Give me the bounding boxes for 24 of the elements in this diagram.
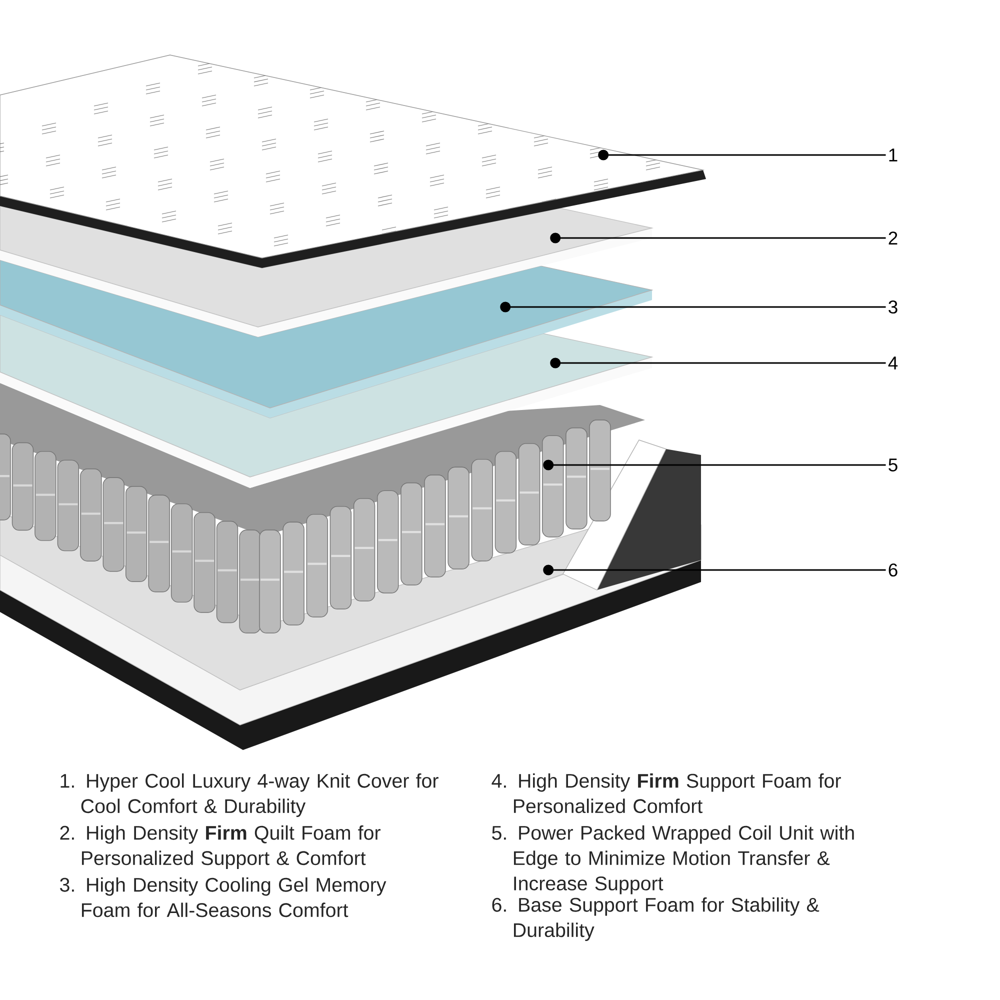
coil-unit-drawing (0, 383, 645, 634)
callout-number: 3 (888, 300, 898, 314)
callout-number: 5 (888, 458, 898, 472)
list-item: 2. High Density Firm Quilt Foam for Personalized Support & Comfort (60, 825, 380, 869)
leader-line (500, 302, 886, 312)
callout-number: 6 (888, 564, 898, 577)
callout-number: 1 (889, 148, 898, 162)
leader-line (598, 150, 886, 160)
list-item: 3. High Density Cooling Gel Memory Foam for All-Seasons Comfort (60, 877, 386, 918)
callout-number: 2 (888, 232, 898, 244)
foam-layer (0, 206, 654, 337)
foam-layer (0, 314, 654, 488)
cover-layer (0, 54, 706, 268)
list-item: 4. High Density Firm Support Foam for Personalized Comfort (492, 773, 841, 814)
leader-line (550, 358, 886, 368)
list-item: 1. Hyper Cool Luxury 4-way Knit Cover for Cool Comfort & Durability (60, 773, 438, 817)
gel-foam-layer (0, 260, 654, 418)
list-item: 5. Power Packed Wrapped Coil Unit with Edge to Minimize Motion Transfer & Increase Support (492, 825, 854, 894)
base-foam-drawing (0, 440, 702, 750)
leader-line (550, 232, 886, 244)
leader-line (543, 460, 886, 470)
list-item: 6. Base Support Foam for Stability & Durability (492, 897, 820, 941)
leader-line (543, 564, 886, 576)
callout-number: 4 (888, 356, 898, 370)
